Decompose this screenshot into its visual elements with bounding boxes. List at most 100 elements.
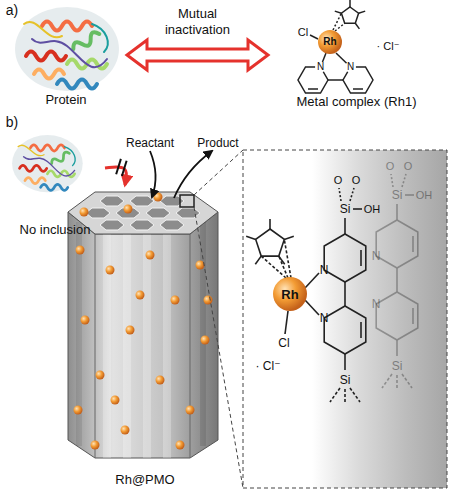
rh-site-ball [176,441,185,450]
cp-star-ring [279,256,288,278]
rh1-structure [333,13,341,30]
pmo-column [95,234,96,458]
rh-site-ball [80,208,89,217]
atom-label: Cl [298,27,308,38]
rh-site-ball [196,261,205,270]
atom-label: Si [340,203,351,215]
protein-node: No inclusion [5,130,105,240]
rh-site-ball [96,371,105,380]
cp-star-ring [256,229,285,256]
atom-label: Cl [278,337,289,349]
atom-label: Rh [323,37,336,47]
zoom-leader [194,150,243,195]
cp-star-ring [261,256,286,278]
rh-site-ball [111,396,120,405]
pore-wall [312,150,447,488]
protein-ribbon [12,135,83,192]
cp-star-ring [305,273,319,288]
rh1-structure [315,62,326,73]
pmo-column [123,234,131,458]
atom-label: N [317,62,324,72]
protein-node: Protein [5,0,127,110]
atom-label: O [352,175,361,186]
metal-complex-node: Metal complex (Rh1) [268,0,445,112]
connectors [105,40,268,185]
block-mark [122,161,127,176]
cp-star-ring [269,219,271,229]
zoom-box [180,195,194,207]
atom-label: N [372,250,381,262]
atom-label: Si [392,360,403,372]
bipyridine-ligand [324,188,366,404]
pmo-column [163,234,171,458]
cp-star-ring [284,239,291,278]
atom-label: Si [340,374,351,386]
rh1-structure [353,88,363,90]
cp-star-ring [246,219,319,334]
bipyridine-ligand [376,174,418,390]
zoom-leader [194,207,243,488]
rh1-structure [335,11,342,13]
node-caption: Rh@PMO [115,473,174,488]
rh-site-ball [124,205,133,214]
cp-star-ring [246,236,256,239]
reactant-arrow [150,151,156,197]
pmo-column [143,234,151,458]
atom-label: N [372,298,381,310]
rh-site-ball [126,326,135,335]
rh-site-ball [204,296,213,305]
atom-label: OH [416,190,433,201]
pmo-column [200,222,206,446]
rh1-structure [341,7,358,23]
flow-label: Reactant [126,137,174,149]
pmo-column [100,220,124,230]
node-caption: No inclusion [20,223,91,238]
rh-site-ball [74,406,83,415]
rh1-structure [298,0,373,93]
rh-site-ball [171,296,180,305]
rh-site-ball [136,291,145,300]
atom-label: N [347,62,354,72]
rh-site-ball [146,251,155,260]
atom-label: O [334,175,343,186]
panel-label: a) [6,3,18,17]
rh-site-ball [74,193,213,450]
atom-label: O [404,161,413,172]
rh1-structure [328,79,343,81]
rh-site-ball [186,406,195,415]
rh1-structure [345,62,356,73]
panel-label: b) [6,115,18,129]
rh-site-ball [91,441,100,450]
pmo-column [160,220,184,230]
rh-site-ball [121,426,130,435]
block-mark [116,159,121,174]
rh1-structure [355,23,359,29]
pmo-column [68,192,218,234]
atom-label: N [320,312,329,324]
rh-center [273,277,307,311]
product-arrow [174,151,212,198]
pmo-column [190,234,191,458]
node-caption: Metal complex (Rh1) [297,95,417,110]
cp-star-ring [285,311,288,334]
edge-label: Mutual inactivation [155,6,241,37]
pmo-node: Rh@PMO [60,185,230,490]
rh-site-ball [81,316,90,325]
atom-label: Si [392,189,403,201]
rh1-structure [310,35,318,39]
pmo-column [68,212,218,458]
rh1-structure [308,88,318,90]
rh-site-ball [201,336,210,345]
atom-label: Rh [281,288,298,301]
flow-label: Product [197,137,238,149]
atom-label: O [386,161,395,172]
pmo-column [86,208,110,218]
counter-ion: · Cl⁻ [377,41,400,52]
rh-site-ball [76,246,85,255]
pmo-column [146,208,170,218]
counter-ion: · Cl⁻ [256,360,281,372]
pmo-column [68,192,218,458]
cp-star-ring [284,236,294,239]
